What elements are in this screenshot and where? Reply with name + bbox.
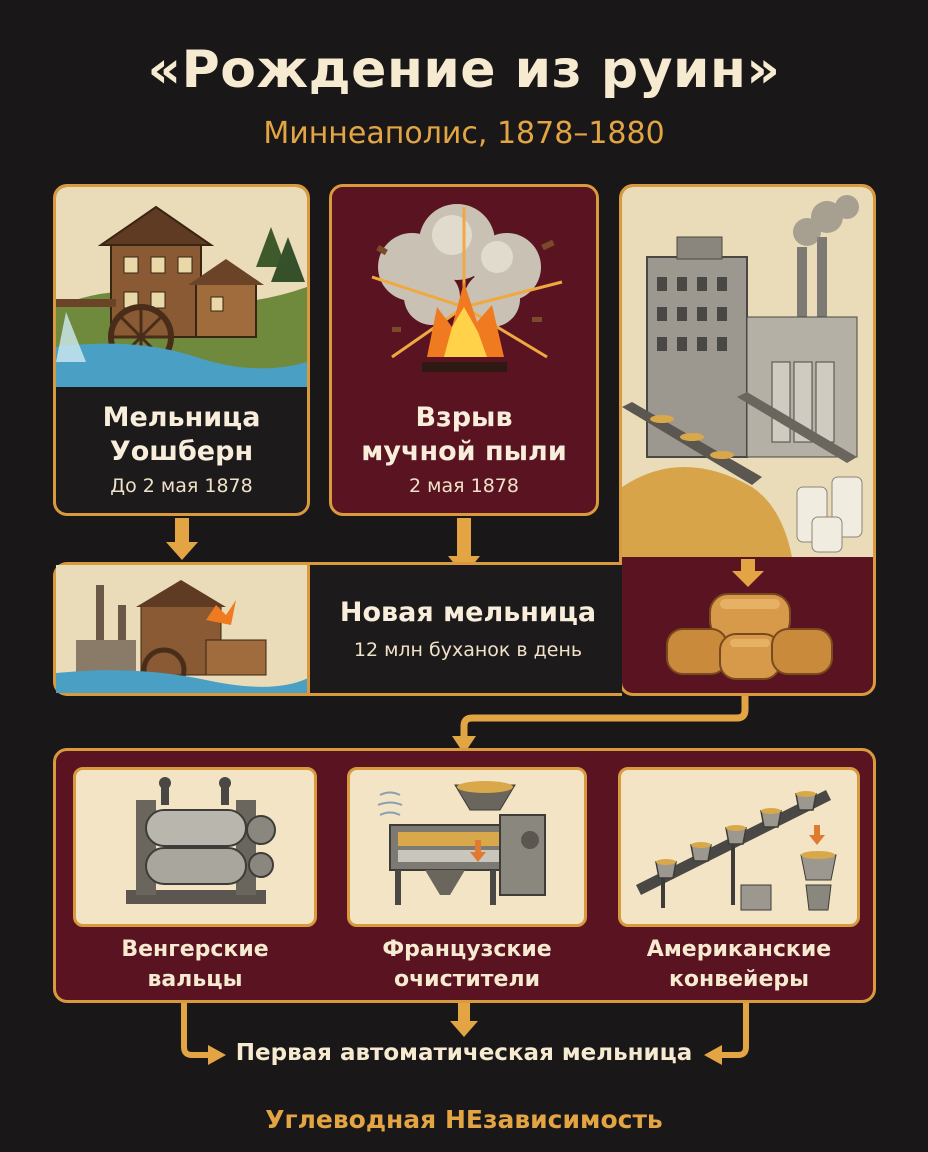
watermill-icon [56,187,307,387]
new-mill-row: Новая мельница 12 млн буханок в день [53,562,622,696]
new-mill-subtitle: 12 млн буханок в день [353,639,583,661]
washburn-date: До 2 мая 1878 [110,475,253,497]
page-title: «Рождение из руин» [147,40,781,100]
footer-brand: Углеводная НЕзависимость [265,1105,663,1134]
connector-arrow [440,696,760,758]
technologies-panel: Венгерские вальцы Французские очистители… [53,748,876,1003]
explosion-icon [332,187,596,387]
roller-mill-icon [73,767,317,927]
page-subtitle: Миннеаполис, 1878–1880 [263,116,665,151]
bread-loaves-icon [662,589,837,684]
card-explosion: Взрыв мучной пыли 2 мая 1878 [329,184,599,516]
washburn-title-line2: Уошберн [109,436,254,467]
arrows-to-result [170,1003,760,1073]
explosion-title-line1: Взрыв [415,402,513,433]
purifier-icon [347,767,587,927]
tech-label-american-line1: Американские [646,937,832,962]
mill-rebuild-icon [56,565,310,693]
arrow-washburn-down [164,518,200,562]
arrow-explosion-down [446,518,482,578]
tech-label-french-line2: очистители [393,967,541,992]
card-factory [619,184,876,696]
new-mill-title: Новая мельница [339,597,597,628]
factory-icon [622,187,873,557]
card-washburn-mill: Мельница Уошберн До 2 мая 1878 [53,184,310,516]
washburn-title-line1: Мельница [102,402,261,433]
result-label: Первая автоматическая мельница [235,1040,693,1066]
tech-label-hungarian-line1: Венгерские [121,937,269,962]
conveyor-icon [618,767,860,927]
explosion-title-line2: мучной пыли [361,436,567,467]
tech-label-french-line1: Французские [382,937,552,962]
down-arrow-icon [730,559,766,589]
explosion-date: 2 мая 1878 [409,475,519,497]
tech-label-hungarian-line2: вальцы [147,967,243,992]
tech-label-american-line2: конвейеры [668,967,810,992]
